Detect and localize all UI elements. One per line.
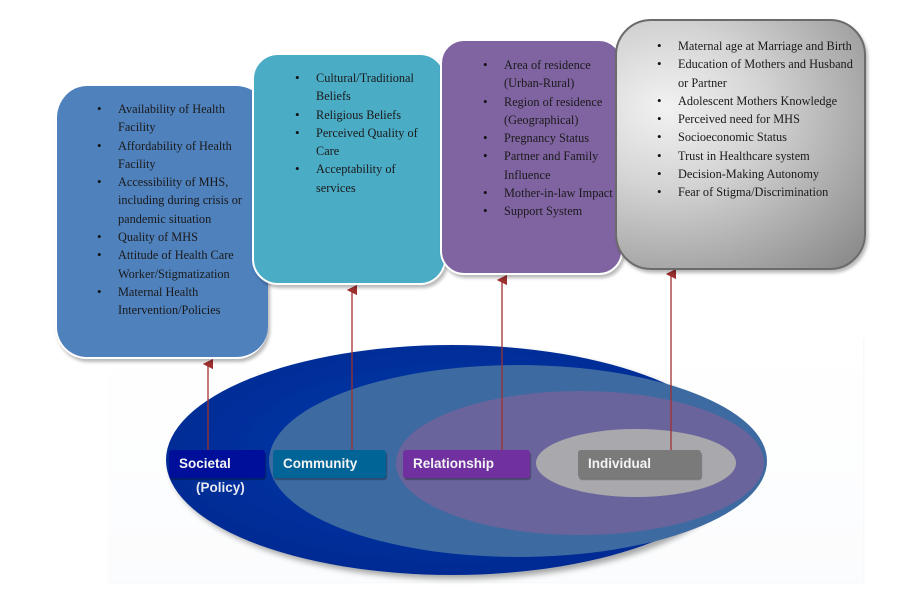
factor-item: Adolescent Mothers Knowledge	[657, 92, 858, 111]
societal-factors-box: Availability of Health Facility Affordab…	[55, 86, 268, 359]
factor-item: Maternal age at Marriage and Birth	[657, 37, 858, 56]
factor-item: Perceived Quality of Care	[295, 124, 438, 161]
level-label-community: Community	[273, 450, 386, 478]
factor-item: Partner and Family Influence	[483, 147, 615, 184]
factor-item: Attitude of Health Care Worker/Stigmatiz…	[97, 246, 260, 283]
factor-item: Socioeconomic Status	[657, 128, 858, 147]
factor-item: Region of residence (Geographical)	[483, 93, 615, 130]
factor-item: Pregnancy Status	[483, 129, 615, 148]
factor-item: Availability of Health Facility	[97, 100, 260, 137]
factor-item: Quality of MHS	[97, 228, 260, 247]
relationship-factors-list: Area of residence (Urban-Rural) Region o…	[483, 56, 615, 221]
factor-item: Religious Beliefs	[295, 106, 438, 125]
factor-item: Cultural/Traditional Beliefs	[295, 69, 438, 106]
individual-factors-box: Maternal age at Marriage and Birth Educa…	[615, 19, 866, 270]
societal-factors-list: Availability of Health Facility Affordab…	[97, 100, 260, 320]
level-label-societal: Societal	[169, 450, 265, 478]
individual-factors-list: Maternal age at Marriage and Birth Educa…	[657, 37, 858, 202]
factor-item: Perceived need for MHS	[657, 110, 858, 129]
factor-item: Area of residence (Urban-Rural)	[483, 56, 615, 93]
level-sublabel-policy: (Policy)	[196, 480, 245, 495]
relationship-factors-box: Area of residence (Urban-Rural) Region o…	[440, 39, 623, 275]
factor-item: Trust in Healthcare system	[657, 147, 858, 166]
factor-item: Decision-Making Autonomy	[657, 165, 858, 184]
community-factors-list: Cultural/Traditional Beliefs Religious B…	[295, 69, 438, 197]
factor-item: Accessibility of MHS, including during c…	[97, 173, 260, 228]
factor-item: Education of Mothers and Husband or Part…	[657, 55, 858, 92]
community-factors-box: Cultural/Traditional Beliefs Religious B…	[252, 53, 446, 285]
factor-item: Acceptability of services	[295, 160, 438, 197]
factor-item: Maternal Health Intervention/Policies	[97, 283, 260, 320]
factor-item: Fear of Stigma/Discrimination	[657, 183, 858, 202]
level-label-relationship: Relationship	[403, 450, 530, 478]
level-label-individual: Individual	[578, 450, 701, 478]
factor-item: Affordability of Health Facility	[97, 137, 260, 174]
factor-item: Mother-in-law Impact	[483, 184, 615, 203]
factor-item: Support System	[483, 202, 615, 221]
